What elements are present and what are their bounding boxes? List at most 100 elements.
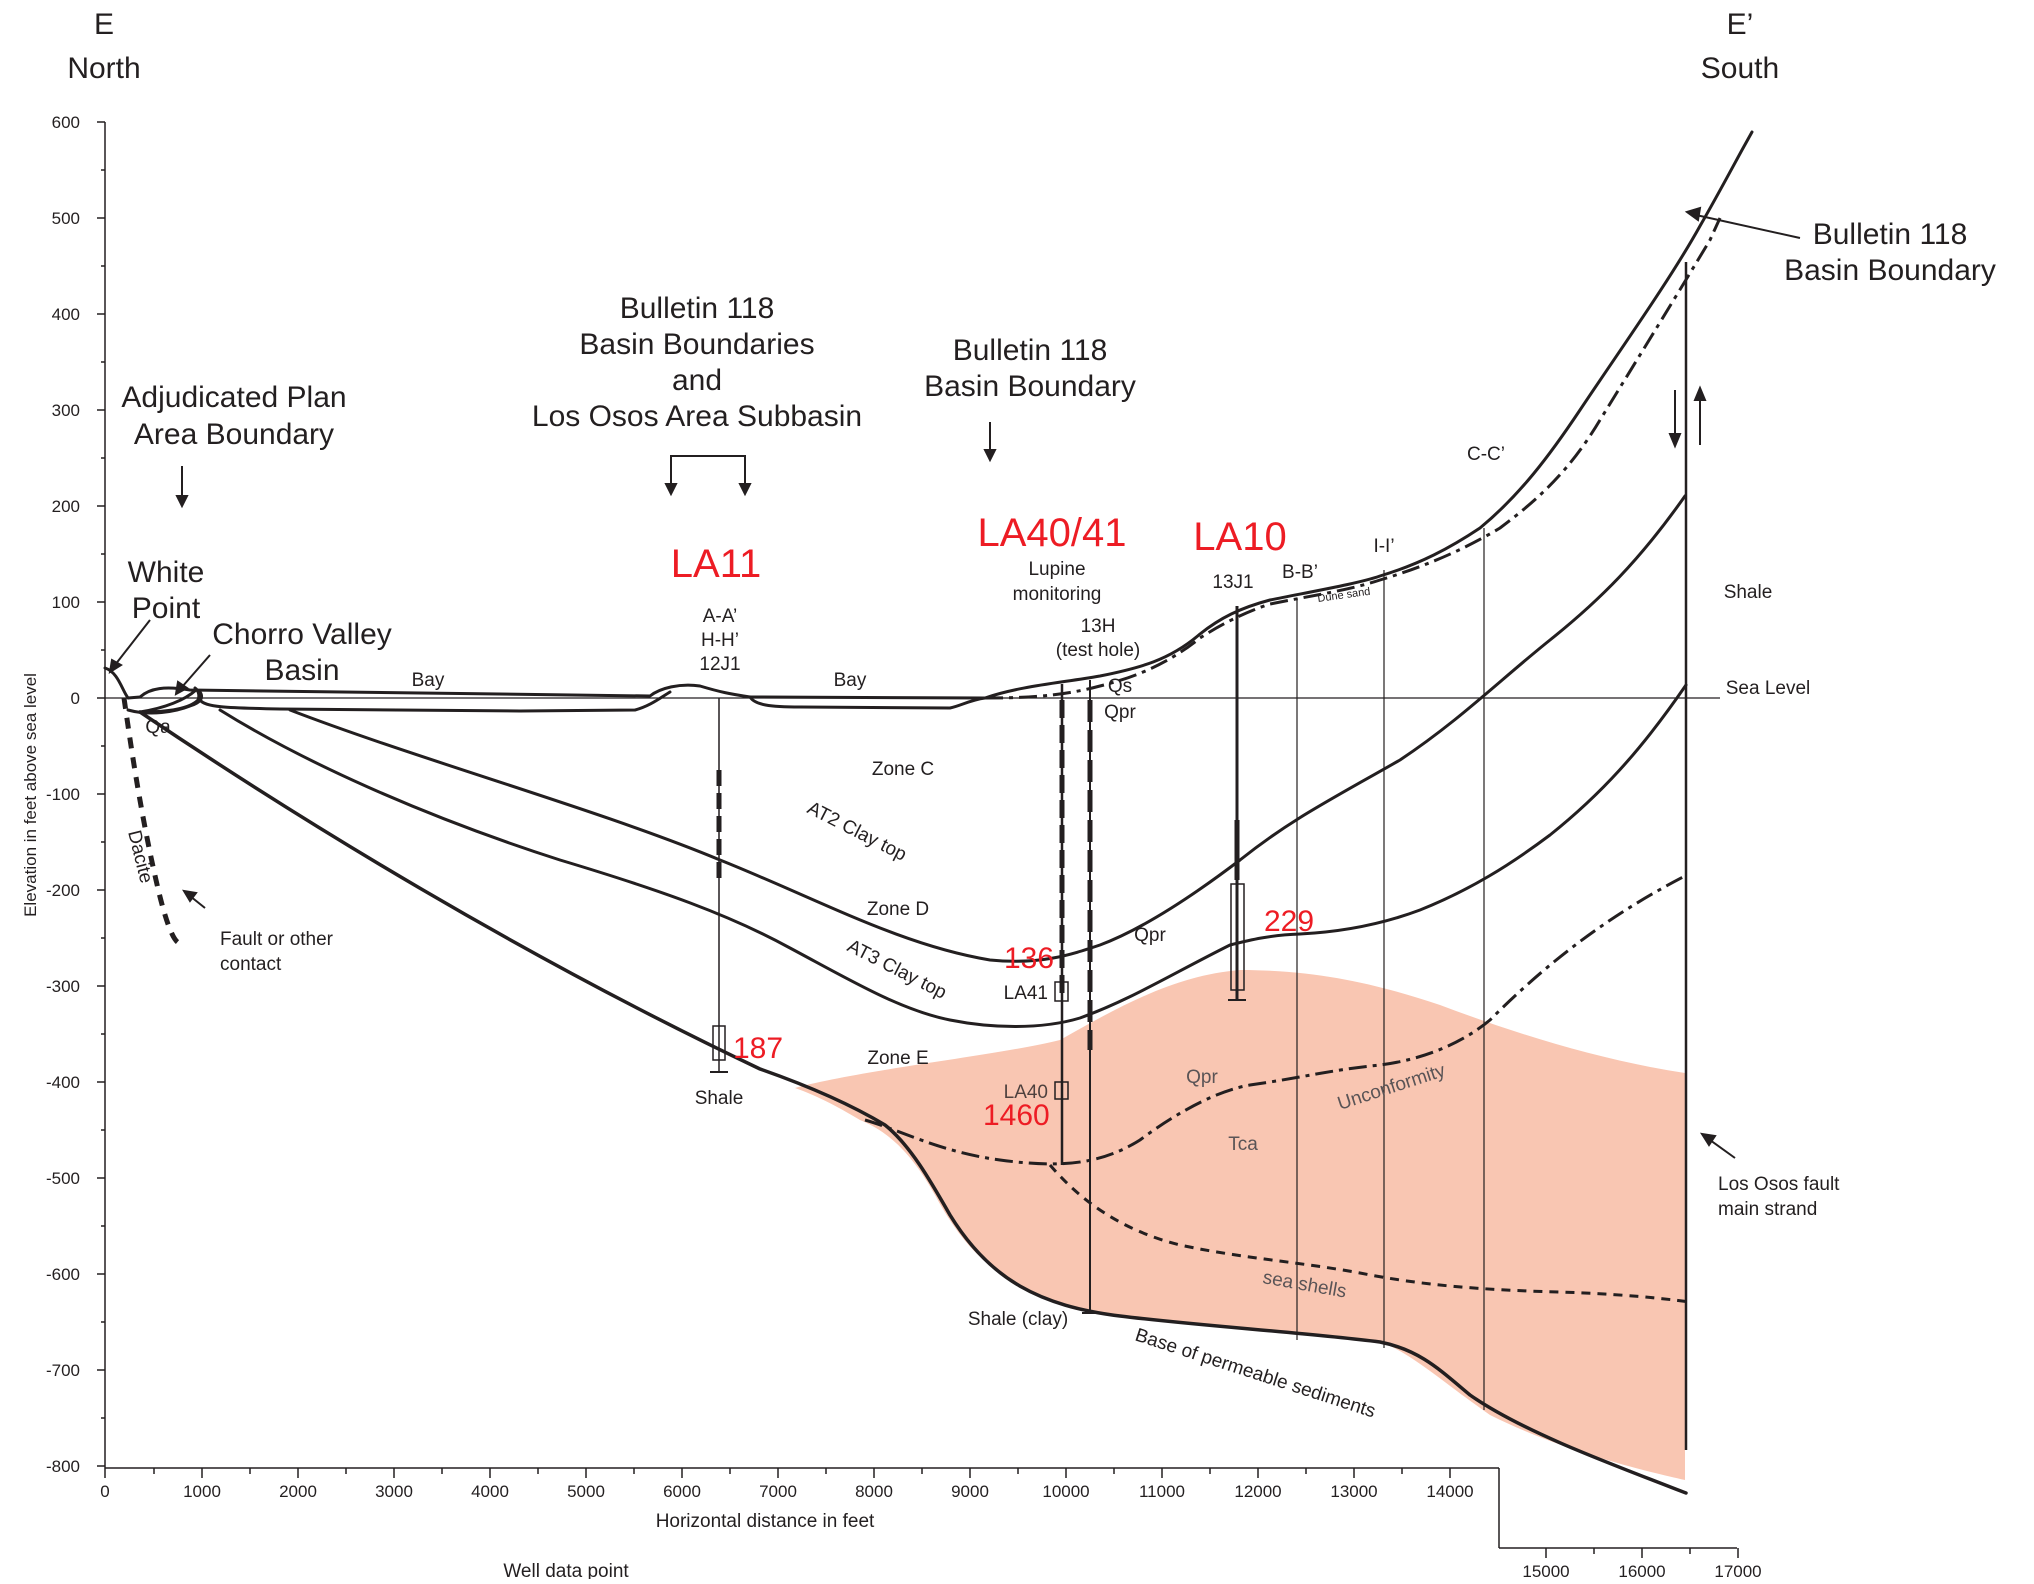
x-axis: [104, 1467, 1739, 1558]
chorro-label: Basin: [264, 654, 339, 687]
b118-subbasin-label: Bulletin 118: [620, 292, 775, 325]
test-hole-label: (test hole): [1056, 640, 1140, 661]
bay-label: Bay: [834, 670, 867, 691]
left-section-letter: E: [94, 8, 114, 41]
b118-subbasin-label: Los Osos Area Subbasin: [532, 400, 862, 433]
sea-shells-line: [1048, 1164, 1691, 1304]
x-tick: 15000: [1522, 1562, 1569, 1579]
x-tick: 5000: [567, 1482, 605, 1501]
x-tick: 7000: [759, 1482, 797, 1501]
la40-41-well: [1054, 684, 1069, 1165]
dashdot-lines: [864, 217, 1722, 1166]
place-labels: White Point Chorro Valley Basin: [128, 556, 392, 687]
at2-label: AT2 Clay top: [804, 798, 910, 866]
adjudicated-label: Area Boundary: [134, 418, 334, 451]
qs-label: Qs: [1108, 676, 1132, 697]
fault-contact-line: [121, 697, 185, 946]
arrows: [108, 206, 1801, 1159]
la10-depth: 229: [1264, 905, 1314, 938]
y-tick: -500: [46, 1169, 80, 1188]
la40-label: LA40: [1004, 1082, 1048, 1103]
qs-qpr-contact-line: [984, 217, 1722, 700]
bay-base-line-2: [748, 695, 987, 710]
x-tick: 2000: [279, 1482, 317, 1501]
ground-surface-line: [103, 130, 1754, 700]
y-tick: -100: [46, 785, 80, 804]
shale-clay-label: Shale (clay): [968, 1309, 1068, 1330]
x-tick: 6000: [663, 1482, 701, 1501]
la41-label: LA41: [1004, 983, 1048, 1004]
la11-well: [710, 698, 728, 1073]
boundary-labels: Adjudicated Plan Area Boundary Bulletin …: [121, 218, 1995, 451]
well-data-label: Well data point: [503, 1561, 629, 1579]
b118-subbasin-label: and: [672, 364, 722, 397]
la11-ids: A-A’: [703, 606, 737, 627]
y-tick: -700: [46, 1361, 80, 1380]
fault-contact-note: Fault or other: [220, 929, 334, 950]
y-tick: -200: [46, 881, 80, 900]
adjudicated-label: Adjudicated Plan: [121, 381, 346, 414]
y-tick: 100: [52, 593, 80, 612]
sea-level-label: Sea Level: [1726, 678, 1811, 699]
la10-label: LA10: [1193, 515, 1286, 559]
test-hole-13h: [1082, 680, 1098, 1314]
y-tick: 500: [52, 209, 80, 228]
up-arrow-icon: [1693, 385, 1707, 401]
right-section-letter: E’: [1727, 8, 1754, 41]
x-tick: 13000: [1330, 1482, 1377, 1501]
b118-right-label: Basin Boundary: [1784, 254, 1996, 287]
x-tick: 14000: [1426, 1482, 1473, 1501]
y-tick: 400: [52, 305, 80, 324]
y-tick: -300: [46, 977, 80, 996]
note-labels: Fault or other contact Los Osos fault ma…: [220, 929, 1840, 1220]
qpr-label: Qpr: [1104, 702, 1136, 723]
qa-outer-line: [126, 690, 204, 715]
zone-e-label: Zone E: [867, 1048, 928, 1069]
qpr-label: Qpr: [1134, 925, 1166, 946]
at3-clay-top-line: [218, 683, 1688, 1028]
y-tick-labels: 600 500 400 300 200 100 0 -100 -200 -300…: [46, 113, 80, 1476]
fault-contact-note: contact: [220, 954, 282, 975]
down-arrow-icon: [1668, 433, 1682, 449]
lupine-label: Lupine: [1028, 559, 1085, 580]
chorro-label: Chorro Valley: [212, 618, 392, 651]
b118-subbasin-label: Basin Boundaries: [579, 328, 814, 361]
pointer-arrow-icon: [108, 658, 123, 675]
shale-label: Shale: [1724, 582, 1773, 603]
bay-label: Bay: [412, 670, 445, 691]
x-tick: 16000: [1618, 1562, 1665, 1579]
dacite-label: Dacite: [123, 828, 156, 885]
la10-well: [1228, 606, 1246, 1001]
la10-id: 13J1: [1212, 572, 1253, 593]
base-label: Base of permeable sediments: [1132, 1325, 1378, 1423]
x-tick-labels: 0 1000 2000 3000 4000 5000 6000 7000 800…: [100, 1482, 1761, 1581]
x-tick: 4000: [471, 1482, 509, 1501]
y-tick: 0: [71, 689, 80, 708]
unconformity-line: [864, 874, 1686, 1166]
well-labels: LA11 A-A’ H-H’ 12J1 187 LA40/41 Lupine m…: [671, 511, 1314, 1132]
los-osos-fault-note: main strand: [1718, 1199, 1817, 1220]
down-arrow-icon: [983, 449, 997, 463]
pointer-arrow-icon: [182, 889, 198, 903]
zone-d-label: Zone D: [867, 899, 929, 920]
la41-depth: 136: [1004, 942, 1054, 975]
la11-label: LA11: [671, 542, 761, 586]
down-arrow-icon: [738, 483, 752, 497]
qpr-label: Qpr: [1186, 1067, 1218, 1088]
zone-c-label: Zone C: [872, 759, 934, 780]
y-axis: [97, 121, 106, 1468]
x-axis-label: Horizontal distance in feet: [656, 1511, 875, 1532]
tca-fill-area: [795, 970, 1685, 1480]
x-tick: 11000: [1139, 1482, 1185, 1501]
white-point-label: Point: [132, 592, 201, 625]
lupine-label: monitoring: [1013, 584, 1102, 605]
right-direction: South: [1701, 52, 1779, 85]
y-tick: 600: [52, 113, 80, 132]
section-ii-label: I-I’: [1373, 536, 1394, 557]
pointer-arrow-icon: [1699, 1132, 1717, 1147]
la11-ids: H-H’: [701, 630, 739, 651]
down-arrow-icon: [175, 495, 189, 509]
tca-label: Tca: [1228, 1134, 1258, 1155]
geologic-lines: [103, 130, 1754, 1495]
